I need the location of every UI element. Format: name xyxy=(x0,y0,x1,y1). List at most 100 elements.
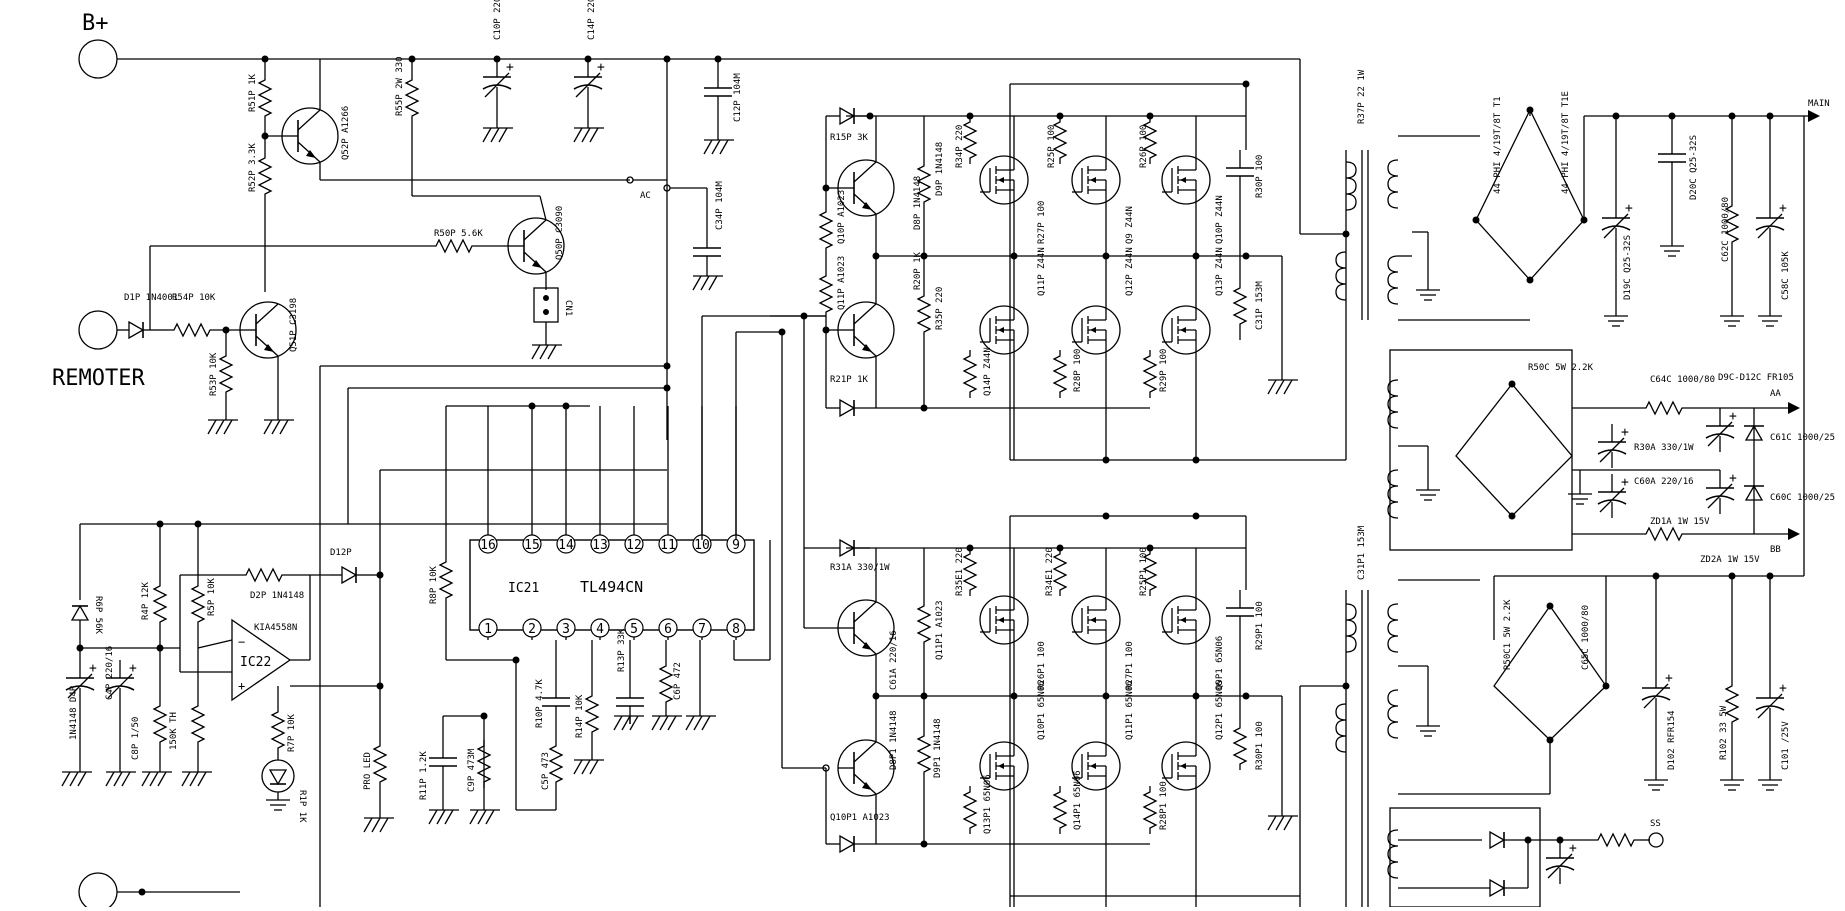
ic-pin-8-circle xyxy=(726,618,746,638)
svg-text:+: + xyxy=(238,679,245,693)
zd1a-label: C61C 1000/25 xyxy=(1770,433,1835,443)
ic-pin-12-circle xyxy=(624,534,644,554)
c61c-label: R30A 330/1W xyxy=(1634,443,1694,453)
c5p-label: R10P 4.7K xyxy=(535,679,545,728)
t1-label: R37P 22 1W xyxy=(1357,69,1367,124)
r4p-label: R4P 12K xyxy=(141,581,151,620)
r30p-label: R29P 100 xyxy=(1159,349,1169,392)
c6p-label: R13P 33K xyxy=(617,628,627,672)
r21p-label: Q11P A1023 xyxy=(837,256,847,310)
r14p-label: C5P 473 xyxy=(541,752,551,790)
r10p-label: C9P 473M xyxy=(467,748,477,792)
ss-label: SS xyxy=(1650,819,1661,829)
c8p-label: C4P 220/16 xyxy=(105,646,115,700)
r20p-label: Q10P A1023 xyxy=(837,190,847,244)
r28p-label: Q14P Z44N xyxy=(983,347,993,396)
ic-pin-15-circle xyxy=(522,534,542,554)
remoter-terminal xyxy=(78,310,118,350)
r53p-label: R53P 10K xyxy=(209,352,219,396)
q12-label: Q11P Z44N xyxy=(1037,247,1047,296)
r35p-label: D9P 1N4148 xyxy=(935,142,945,196)
ic-pin-1-circle xyxy=(478,618,498,638)
d19c1-label: R50C1 5W 2.2K xyxy=(1503,599,1513,670)
q10p-label: D8P 1N4148 xyxy=(913,176,923,230)
ic-pin-4-circle xyxy=(590,618,610,638)
ic-pin-14-circle xyxy=(556,534,576,554)
aa-label: AA xyxy=(1770,389,1781,399)
ic22-label: IC22 xyxy=(240,655,271,670)
main-label: MAIN xyxy=(1808,99,1830,109)
ic-pin-5-circle xyxy=(624,618,644,638)
ic-pin-13: 13 xyxy=(592,538,608,553)
q11p1-label: D8P1 1N4148 xyxy=(889,710,899,770)
d4p-label: D12P xyxy=(330,548,352,558)
r34p-label: R35P 220 xyxy=(935,287,945,330)
ic-pin-4: 4 xyxy=(596,622,604,637)
ic-pin-3: 3 xyxy=(562,622,570,637)
r13p-label: R14P 10K xyxy=(575,694,585,738)
remoter-label: REMOTER xyxy=(52,366,145,391)
ic-pin-6-circle xyxy=(658,618,678,638)
c31p1-label: R29P1 100 xyxy=(1255,601,1265,650)
ic-pin-10: 10 xyxy=(694,538,710,553)
r26p-label: R25P 100 xyxy=(1047,125,1057,168)
d20c1-label: C65C 1000/80 xyxy=(1581,605,1591,670)
d1p-label: D1P 1N4001 xyxy=(124,293,178,303)
ic-pin-6: 6 xyxy=(664,622,672,637)
r54p-label: R54P 10K xyxy=(172,293,216,303)
r6p-label: D2P 1N4148 xyxy=(250,591,304,601)
zd2a-label: C60C 1000/25 xyxy=(1770,493,1835,503)
ac-label: AC xyxy=(640,191,651,201)
kia4558n-label: KIA4558N xyxy=(254,623,297,633)
q10p1m-label: R27P1 100 xyxy=(1125,641,1135,690)
r29p-label: R28P 100 xyxy=(1073,349,1083,392)
r35e1-label: Q11P1 A1023 xyxy=(935,600,945,660)
ic-pin-2: 2 xyxy=(528,622,536,637)
r50c1-label: R102 33 5W xyxy=(1719,705,1729,760)
bplus-terminal xyxy=(78,39,118,79)
ic-pin-14: 14 xyxy=(558,538,574,553)
led-label: R1P 1K xyxy=(297,790,307,823)
d20c-label: 44 PHI 4/19T/8T T1E xyxy=(1561,91,1571,194)
ic-pin-2-circle xyxy=(522,618,542,638)
q11-label: Q10P Z44N xyxy=(1215,195,1225,244)
r25p1-label: R35E1 220 xyxy=(955,547,965,596)
r28p1-label: Q13P1 65N06 xyxy=(983,774,993,834)
r50p-label: R50P 5.6K xyxy=(434,229,483,239)
r1p-label: R7P 10K xyxy=(287,713,297,752)
c10p-label: C10P 2200/25 xyxy=(493,0,503,40)
q9p1-label: R26P1 100 xyxy=(1037,641,1047,690)
q14-label: Q13P Z44N xyxy=(1215,247,1225,296)
ic-pin-8: 8 xyxy=(732,622,740,637)
svg-text:−: − xyxy=(238,635,245,649)
t1e-label: C31P1 153M xyxy=(1357,525,1367,580)
r25p-label: R34P 220 xyxy=(955,125,965,168)
q50p-label: Q50P C3090 xyxy=(555,206,565,260)
r52p-label: R52P 3.3K xyxy=(248,143,258,192)
c34p-label: C34P 104M xyxy=(715,181,725,230)
ic-pin-15: 15 xyxy=(524,538,540,553)
d9c-label: R50C 5W 2.2K xyxy=(1528,363,1594,373)
q13-label: Q12P Z44N xyxy=(1125,247,1135,296)
input-section: B+ R51P 1K R52P 3.3K Q52P A1266 R55P 2W … xyxy=(52,0,1301,440)
d9p-label: R21P 1K xyxy=(830,375,869,385)
ic-pin-7-circle xyxy=(692,618,712,638)
r29p1-label: Q14P1 65N06 xyxy=(1073,770,1083,830)
tl494-ic-body xyxy=(469,539,755,631)
secondary-outputs: 44 PHI 4/19T/8T T1 44 PHI 4/19T/8T T1E M… xyxy=(1387,91,1835,908)
c65c-label: C101 /25V xyxy=(1781,721,1791,770)
c14p-label: C14P 2200/25 xyxy=(587,0,597,40)
r30a-label: C64C 1000/80 xyxy=(1650,375,1715,385)
c64c-label: C58C 105K xyxy=(1781,251,1791,300)
c9p-label: R11P 1.2K xyxy=(419,751,429,800)
r5p-label: R5P 10K xyxy=(207,577,217,616)
q52p-label: Q52P A1266 xyxy=(341,106,351,160)
ic-pin-16: 16 xyxy=(480,538,496,553)
ic-pin-5: 5 xyxy=(630,622,638,637)
r37p-label: C31P 153M xyxy=(1255,281,1265,330)
ic21-label: IC21 xyxy=(508,581,539,596)
ic-pin-1: 1 xyxy=(484,622,492,637)
c60a-label: D9C-D12C FR105 xyxy=(1718,373,1794,383)
cn1-label: CN1 xyxy=(563,300,573,316)
